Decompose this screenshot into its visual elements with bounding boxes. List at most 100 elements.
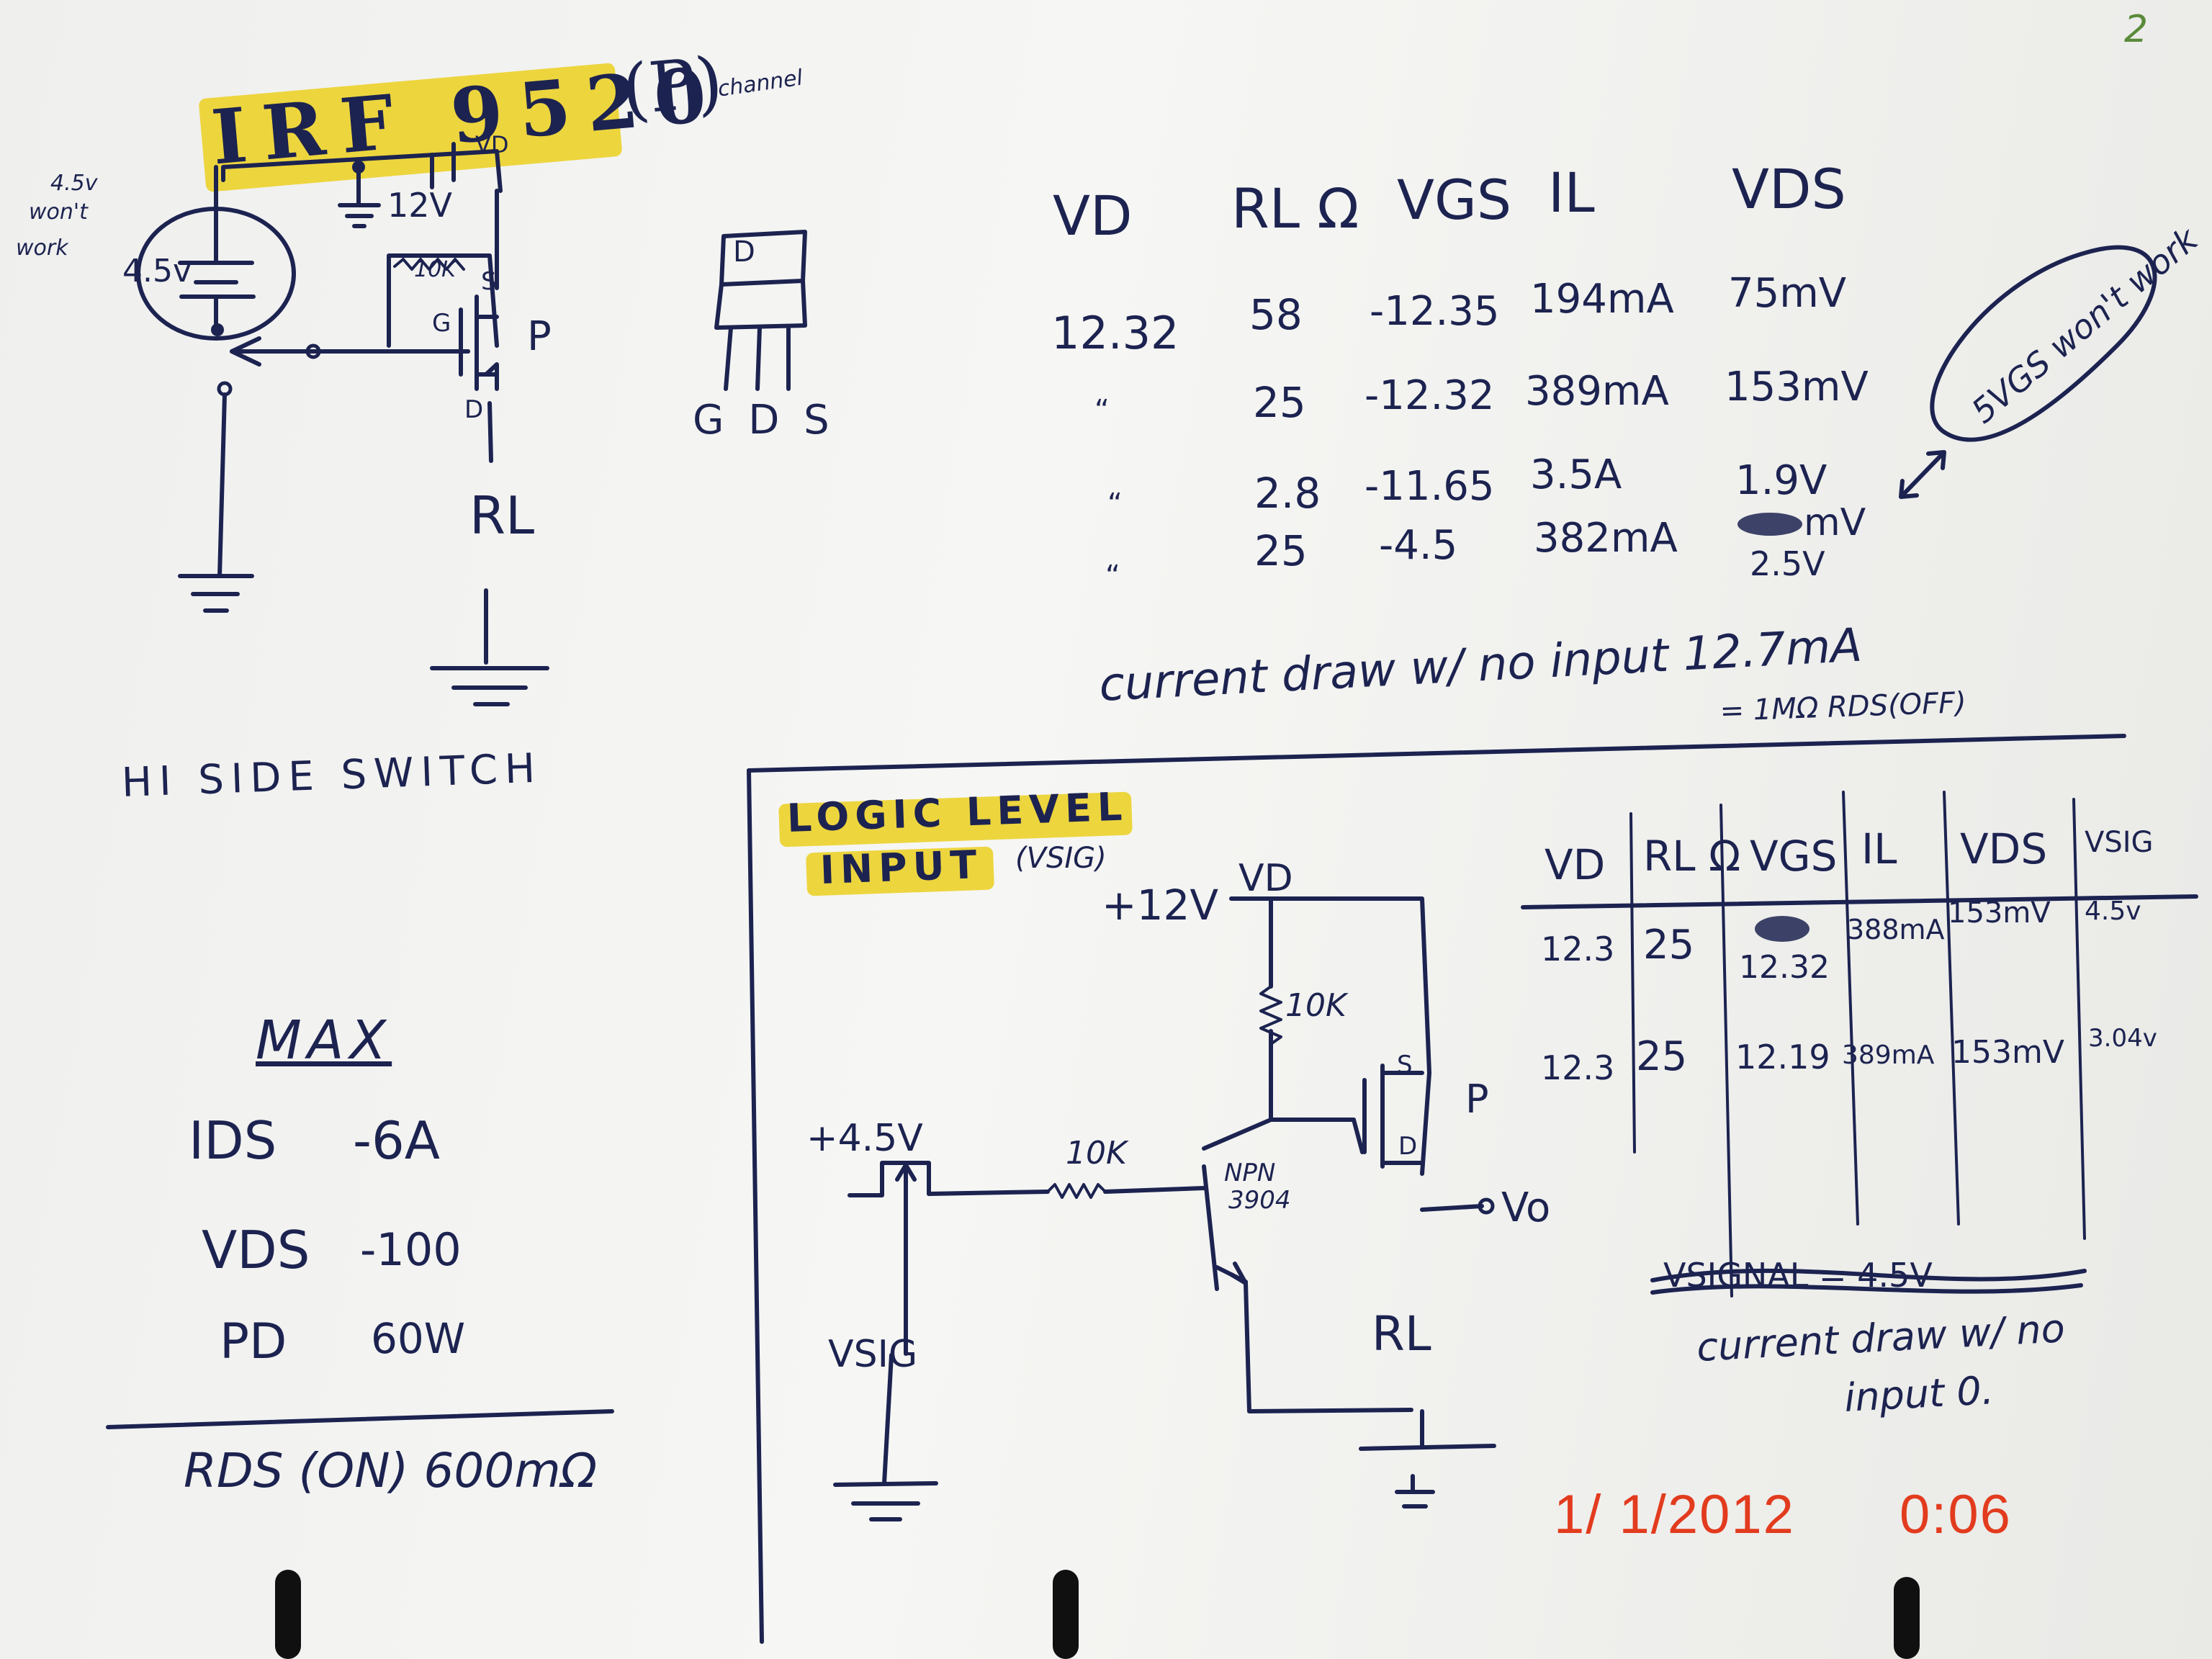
t1-r1-rl: 58 [1249,290,1303,339]
t2-header-vsig: VSIG [2085,826,2154,859]
max-heading: MAX [256,1010,392,1071]
t1-header-rl: RL Ω [1231,176,1359,240]
t1-r1-il: 194mA [1530,276,1674,323]
t2-r1-vgs: 12.32 [1739,949,1830,986]
t1-r4-vds: 2.5V [1750,544,1825,583]
logic-npn: NPN [1224,1159,1276,1187]
t2-r2-vgs: 12.19 [1735,1038,1830,1076]
package-pins-label: G D S [693,397,835,444]
note-45v-line2: won't [29,199,88,225]
max-pd-value: 60W [371,1314,466,1363]
t1-r2-vds: 153mV [1725,364,1869,410]
pin-g-label: G [432,309,451,338]
p-label-hi: P [527,313,552,360]
logic-vo: Vo [1501,1184,1551,1231]
logic-s: S [1397,1051,1413,1079]
t1-r1-vgs: -12.35 [1370,288,1500,335]
battery-45-label: 4.5v [122,253,192,289]
t2-r2-il: 389mA [1842,1040,1935,1070]
rds-on: RDS (ON) 600mΩ [184,1443,598,1498]
t1-r3-vds: 1.9V [1735,457,1827,504]
t2-current-draw-2: input 0. [1843,1367,1995,1421]
current-draw-t1-sub: = 1MΩ RDS(OFF) [1719,686,1967,728]
t2-header-rl: RL Ω [1643,832,1741,881]
logic-vsig-paren: (VSIG) [1015,842,1107,875]
t1-r1-vd: 12.32 [1051,307,1179,359]
package-diagram [714,230,807,391]
rl-label-hi: RL [469,485,535,546]
t2-header-il: IL [1861,824,1897,873]
max-ids-value: -6A [353,1110,441,1171]
logic-heading-1: LOGIC LEVEL [786,783,1129,841]
max-ids-label: IDS [189,1110,277,1171]
max-vds-label: VDS [202,1220,310,1280]
t1-r2-vd: “ [1094,394,1110,427]
t1-header-il: IL [1548,161,1595,225]
t1-r4-il: 382mA [1534,515,1678,562]
t2-r2-vsig: 3.04v [2088,1024,2157,1053]
binder-hole-right [1894,1577,1920,1659]
logic-vsig: VSIG [828,1333,918,1376]
t1-r4-vgs: -4.5 [1379,522,1458,569]
t2-header-vd: VD [1545,840,1606,889]
resistor-label-hi: 10K [414,257,456,282]
t1-r3-rl: 2.8 [1254,469,1321,518]
package-top-label: D [733,235,755,269]
t2-r2-vds: 153mV [1951,1034,2064,1071]
note-45v-line3: work [16,235,68,261]
logic-rl: RL [1372,1306,1431,1362]
max-divider [106,1409,614,1429]
title-channel-letter: (P) [619,41,727,131]
t1-r4-vd: “ [1105,559,1120,593]
battery-12-label: 12V [387,186,453,225]
t1-r2-vgs: -12.32 [1364,372,1495,419]
t1-r3-vgs: -11.65 [1364,463,1495,510]
logic-vd: VD [1238,857,1293,900]
pin-d-label: D [464,395,484,424]
t1-r3-il: 3.5A [1530,451,1622,498]
t2-r2-vd: 12.3 [1541,1048,1615,1087]
table2-grid [1521,791,2198,1298]
pin-s-label: S [481,267,497,296]
section-divider-left [747,768,764,1644]
note-45v-line1: 4.5v [50,171,98,196]
logic-heading-2: INPUT [819,842,984,893]
t2-r2-rl: 25 [1636,1033,1688,1080]
t1-r4-vds-struck: mV [1804,501,1866,544]
t1-header-vds: VDS [1732,157,1846,221]
oval-note [1899,245,2157,499]
logic-r-top: 10K [1285,987,1346,1024]
t1-r3-vd: “ [1107,487,1123,521]
logic-d: D [1398,1132,1418,1161]
hi-side-circuit [136,142,549,706]
t2-struck-note: VSIGNAL = 4.5V [1663,1256,1933,1295]
t2-r1-il: 388mA [1847,914,1945,945]
logic-supply: +12V [1102,881,1219,930]
t2-r1-vds: 153mV [1948,896,2051,930]
t2-r1-rl: 25 [1643,922,1695,968]
logic-input-v: +4.5V [806,1117,923,1160]
t1-r2-il: 389mA [1525,368,1669,415]
t1-r2-rl: 25 [1253,378,1306,427]
scribble-vds [1737,513,1802,536]
logic-npn-num: 3904 [1228,1186,1291,1215]
t1-header-vd: VD [1053,184,1133,248]
t2-header-vgs: VGS [1750,832,1838,881]
t2-r1-vd: 12.3 [1541,930,1615,968]
max-vds-value: -100 [360,1223,462,1276]
t1-r4-rl: 25 [1254,526,1308,575]
binder-hole-left [275,1570,301,1659]
t2-r1-vsig: 4.5v [2085,896,2141,926]
logic-circuit [833,896,1496,1521]
max-pd-label: PD [220,1313,287,1370]
timestamp-time: 0:06 [1899,1484,2012,1545]
page-mark: 2 [2124,8,2149,51]
logic-r-base: 10K [1066,1135,1127,1172]
strike-vsignal [1650,1268,2087,1295]
t2-header-vds: VDS [1960,824,2048,873]
t1-r1-vds: 75mV [1728,270,1847,317]
section-divider-top [747,734,2126,773]
vd-label-hi: VD [475,131,509,158]
